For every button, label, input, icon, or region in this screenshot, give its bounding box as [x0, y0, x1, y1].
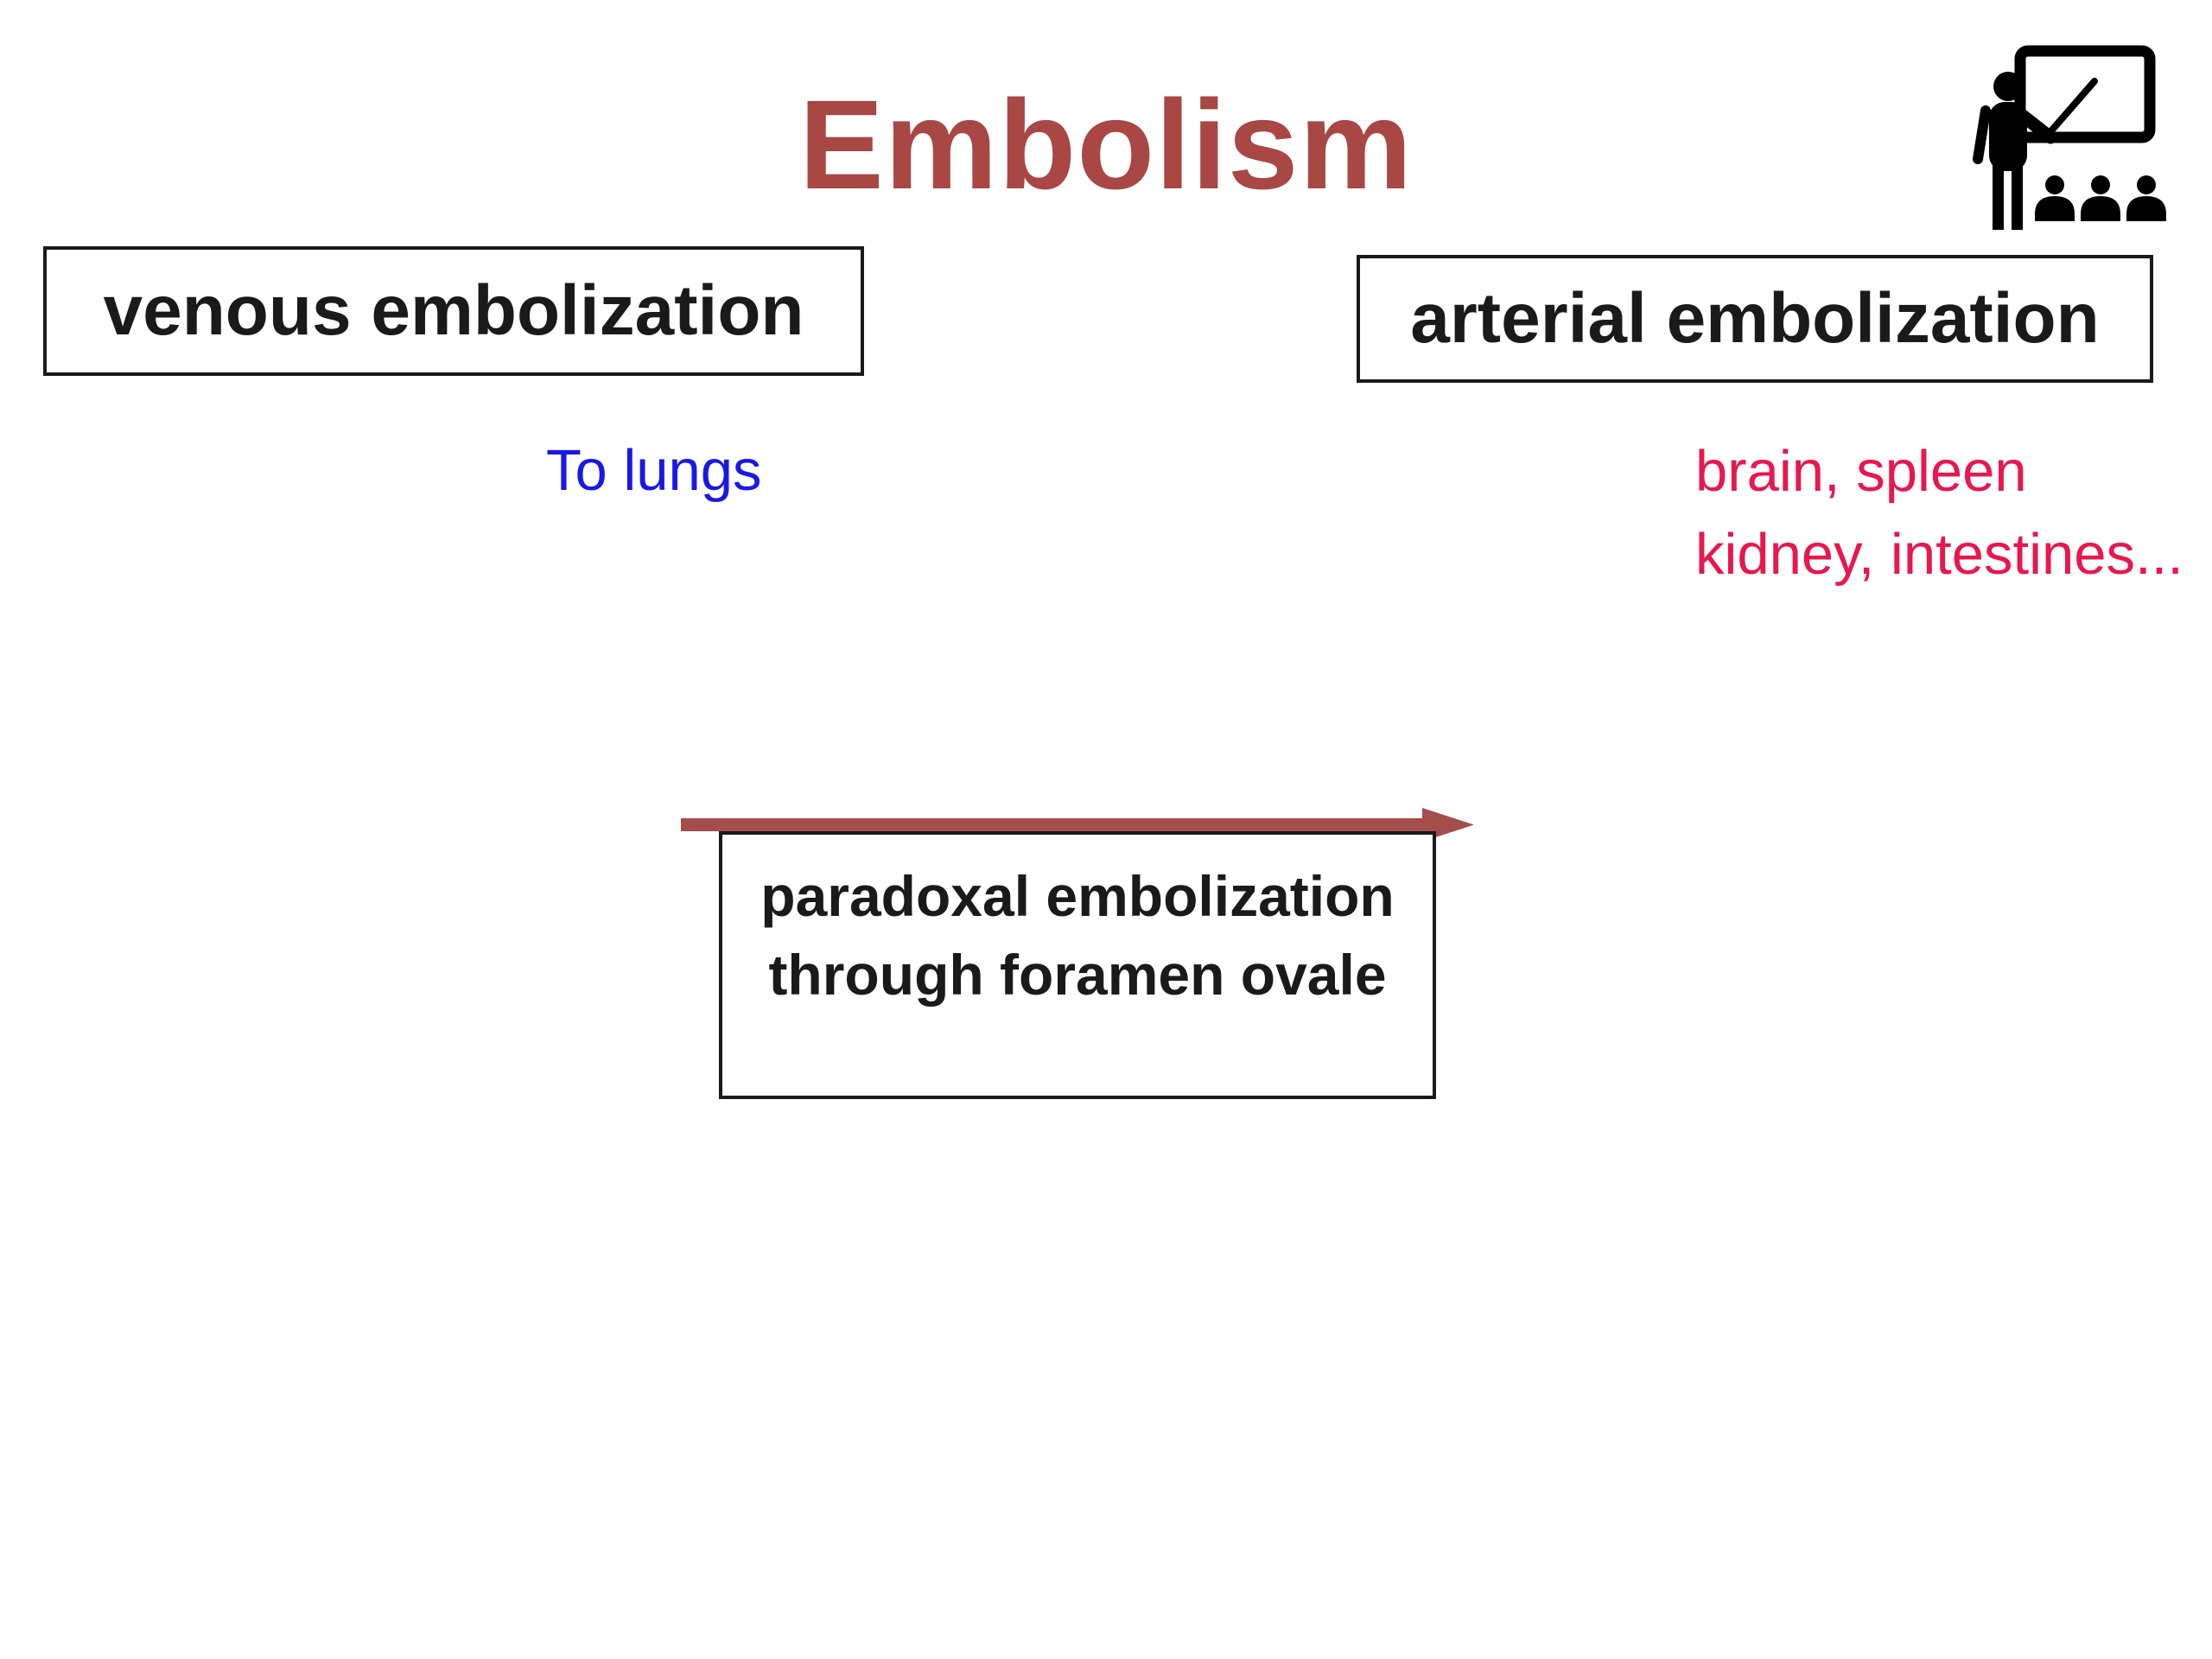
venous-embolization-label: venous embolization [103, 271, 804, 350]
venous-embolization-box: venous embolization [43, 246, 864, 376]
arterial-target-line2: kidney, intestines... [1695, 522, 2183, 588]
teacher-presenting-icon [1973, 45, 2166, 230]
arterial-target-annotation: brain, spleen kidney, intestines... [1695, 430, 2183, 597]
paradoxal-embolization-line2: through foramen ovale [768, 943, 1387, 1007]
paradoxal-embolization-line1: paradoxal embolization [760, 864, 1395, 928]
venous-target-annotation: To lungs [546, 438, 762, 503]
page-title: Embolism [798, 74, 1414, 216]
arterial-embolization-box: arterial embolization [1357, 255, 2153, 383]
paradoxal-embolization-box: paradoxal embolization through foramen o… [719, 831, 1436, 1099]
arterial-embolization-label: arterial embolization [1410, 279, 2100, 358]
arterial-target-line1: brain, spleen [1695, 439, 2027, 504]
